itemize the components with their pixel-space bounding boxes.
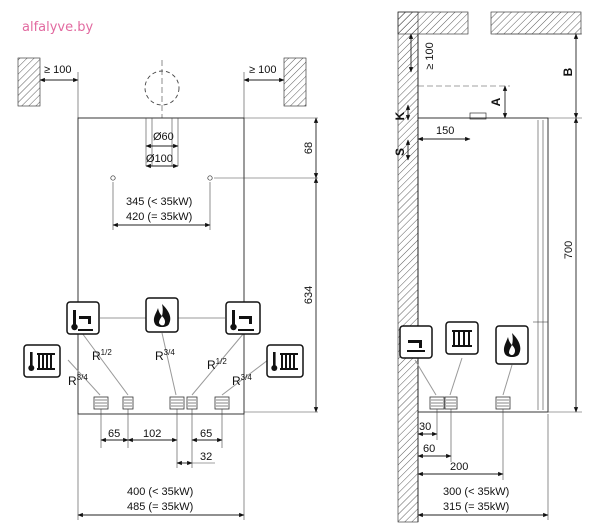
flue-inner-diameter: Ø60 xyxy=(153,131,174,143)
side-dim-200: 200 xyxy=(450,461,468,473)
front-top-offset: 68 xyxy=(303,142,315,154)
spacing-65-left: 65 xyxy=(108,428,120,440)
spacing-102: 102 xyxy=(143,428,161,440)
ceiling-hatch-left xyxy=(397,11,469,35)
faucet-icon-left xyxy=(66,301,100,335)
side-dim-30: 30 xyxy=(419,421,431,433)
width-large: 485 (= 35kW) xyxy=(127,501,193,513)
pipe-connectors xyxy=(93,396,230,410)
front-view: ≥ 100 ≥ 100 Ø60 Ø100 345 (< 35kW) 420 (=… xyxy=(17,57,319,520)
watermark: alfalyve.by xyxy=(22,20,94,35)
radiator-thermometer-icon-left xyxy=(23,344,61,378)
faucet-icon-side xyxy=(399,325,433,359)
side-flue-offset: 150 xyxy=(436,125,454,137)
faucet-icon-right xyxy=(225,301,261,335)
label-k: K xyxy=(393,111,407,120)
side-clearance-top: ≥ 100 xyxy=(424,42,436,69)
mount-spacing-small: 345 (< 35kW) xyxy=(126,196,192,208)
conn-left-heating: R3/4 xyxy=(68,373,88,388)
label-a: A xyxy=(489,97,503,106)
front-height: 634 xyxy=(303,286,315,304)
radiator-icon-side xyxy=(445,321,479,355)
side-view: ≥ 100 B A K S 150 700 xyxy=(393,11,582,523)
depth-large: 315 (= 35kW) xyxy=(443,501,509,513)
conn-gas: R3/4 xyxy=(155,348,175,363)
radiator-thermometer-icon-right xyxy=(266,344,304,378)
label-s: S xyxy=(393,148,407,156)
side-wall-hatch xyxy=(397,11,419,523)
width-small: 400 (< 35kW) xyxy=(127,486,193,498)
conn-right-dhw: R1/2 xyxy=(207,357,227,372)
side-height: 700 xyxy=(563,241,575,259)
side-dim-60: 60 xyxy=(423,443,435,455)
label-b: B xyxy=(561,67,575,76)
conn-right-heating: R3/4 xyxy=(232,373,252,388)
front-clearance-right: ≥ 100 xyxy=(249,64,276,76)
ceiling-hatch-right xyxy=(490,11,582,35)
flame-icon-front xyxy=(145,297,179,333)
spacing-65-right: 65 xyxy=(200,428,212,440)
flame-icon-side xyxy=(495,325,529,365)
front-wall-left-hatch xyxy=(17,57,41,107)
depth-small: 300 (< 35kW) xyxy=(443,486,509,498)
mount-spacing-large: 420 (= 35kW) xyxy=(126,211,192,223)
front-clearance-left: ≥ 100 xyxy=(44,64,71,76)
flue-outer-diameter: Ø100 xyxy=(146,153,173,165)
boiler-front-body xyxy=(77,117,245,415)
boiler-side-body xyxy=(417,117,549,413)
front-wall-right-hatch xyxy=(283,57,307,107)
conn-left-dhw: R1/2 xyxy=(92,348,112,363)
spacing-32: 32 xyxy=(200,451,212,463)
